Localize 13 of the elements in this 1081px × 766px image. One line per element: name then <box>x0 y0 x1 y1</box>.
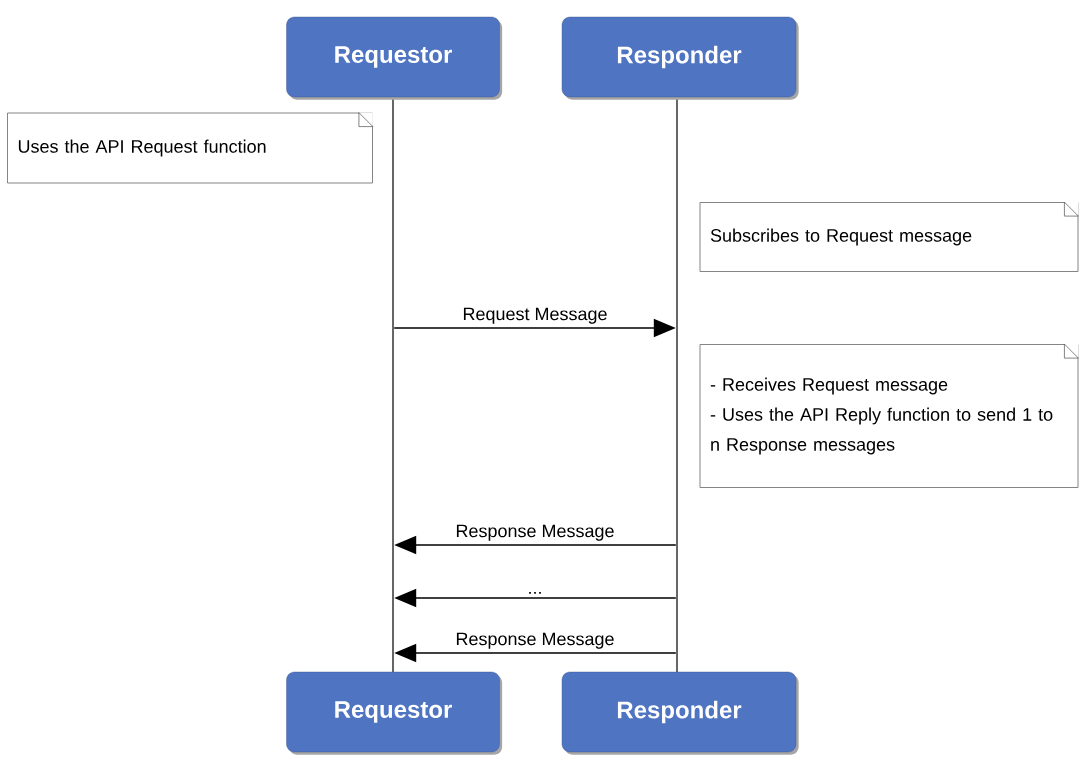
lifeline <box>676 97 678 673</box>
participant-box: Requestor <box>286 671 503 755</box>
note-box: Subscribes to Request message <box>699 201 1079 272</box>
participant-box: Requestor <box>286 16 503 100</box>
edge-label: Response Message <box>456 632 614 649</box>
edge-label: Response Message <box>456 524 614 541</box>
participant-box: Responder <box>561 671 799 755</box>
note-box: Uses the API Request function <box>7 112 374 184</box>
lifeline <box>392 97 394 673</box>
edge-label: ... <box>529 591 541 594</box>
note-box: - Receives Request message - Uses the API Reply function to send 1 to n Response messages <box>699 343 1079 488</box>
edge-label: Request Message <box>463 307 607 324</box>
participant-box: Responder <box>561 16 799 100</box>
